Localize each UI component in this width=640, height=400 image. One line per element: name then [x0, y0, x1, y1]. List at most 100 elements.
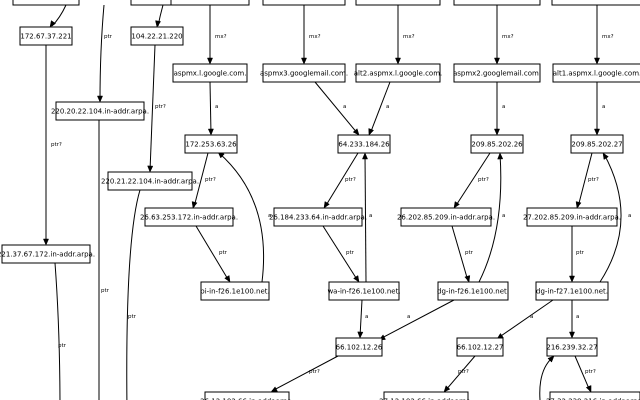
- node-n7[interactable]: alt1.aspmx.l.google.com.: [552, 63, 640, 83]
- edge-e_n22_n25: a: [569, 300, 579, 339]
- edge-e_n3_n9: a: [207, 81, 218, 136]
- node-n4[interactable]: aspmx3.googlemail.com.: [260, 63, 348, 83]
- node-box: [55, 101, 145, 121]
- node-n19[interactable]: bi-in-f26.1e100.net.: [200, 281, 270, 301]
- node-n_top_b[interactable]: 104.22.21.220: [130, 0, 184, 6]
- node-n_top_a[interactable]: 172.67.37.221: [12, 0, 80, 6]
- node-n3[interactable]: aspmx.l.google.com.: [172, 63, 248, 83]
- node-box: [170, 0, 250, 6]
- node-label: alt2.aspmx.l.google.com.: [354, 0, 443, 1]
- node-n15[interactable]: 26.184.233.64.in-addr.arpa.: [269, 207, 367, 227]
- node-box: [273, 207, 363, 227]
- node-n10[interactable]: 64.233.184.26: [337, 134, 391, 154]
- node-label: 172.253.63.26: [185, 141, 237, 149]
- node-n_top_g[interactable]: alt1.aspmx.l.google.com.: [551, 0, 640, 6]
- arrowhead-icon: [602, 152, 609, 160]
- node-n11[interactable]: 209.85.202.26: [470, 134, 524, 154]
- node-n14[interactable]: 26.63.253.172.in-addr.arpa.: [140, 207, 238, 227]
- edge-line: [497, 299, 554, 339]
- node-label: aspmx.l.google.com.: [174, 0, 247, 1]
- node-n27[interactable]: 27.12.102.66.in-addr.arpa.: [379, 391, 473, 400]
- edge-e_n17_n22: ptr: [569, 226, 585, 283]
- arrowhead-icon: [497, 152, 504, 160]
- arrowhead-icon: [353, 275, 360, 283]
- edge-e_top_e: mx?: [395, 5, 415, 65]
- node-box: [1, 244, 91, 264]
- edge-label: ptr: [104, 34, 113, 40]
- arrowhead-icon: [368, 128, 375, 136]
- edge-label: a: [407, 314, 410, 320]
- node-n21[interactable]: dg-in-f26.1e100.net.: [437, 281, 509, 301]
- edge-e_n4_n10: a: [314, 81, 360, 136]
- node-label: 26.184.233.64.in-addr.arpa.: [269, 214, 367, 222]
- node-n24[interactable]: 66.102.12.27: [456, 337, 504, 357]
- node-label: aspmx2.googlemail.com.: [453, 0, 541, 1]
- node-n20[interactable]: wa-in-f26.1e100.net.: [327, 281, 401, 301]
- node-box: [204, 391, 290, 400]
- edge-e_n10_n15: ptr?: [323, 152, 359, 209]
- node-label: bi-in-f26.1e100.net.: [200, 288, 269, 296]
- edge-e_n2_n13: ptr?: [147, 44, 166, 173]
- node-label: alt1.aspmx.l.google.com.: [553, 0, 640, 1]
- edge-label: ptr: [576, 250, 585, 256]
- node-n_top_f[interactable]: aspmx2.googlemail.com.: [453, 0, 541, 6]
- edge-e_n15_n20: ptr: [322, 225, 360, 283]
- edge-line: [218, 152, 265, 283]
- arrowhead-icon: [362, 152, 368, 160]
- node-box: [172, 63, 248, 83]
- node-label: dg-in-f26.1e100.net.: [437, 288, 509, 296]
- node-n1[interactable]: 172.67.37.221: [19, 26, 73, 46]
- node-label: 64.233.184.26: [338, 141, 390, 149]
- edge-e_n6_n11: a: [494, 82, 505, 136]
- edge-e_in_n25: [539, 355, 555, 400]
- node-n13[interactable]: 220.21.22.104.in-addr.arpa.: [101, 171, 199, 191]
- node-n5[interactable]: alt2.aspmx.l.google.com.: [354, 63, 443, 83]
- edge-line: [209, 81, 212, 135]
- edge-label: a: [502, 213, 505, 219]
- node-n22[interactable]: dg-in-f27.1e100.net.: [535, 281, 609, 301]
- edge-label: ptr?: [205, 177, 216, 183]
- node-n23[interactable]: 66.102.12.26: [335, 337, 383, 357]
- arrowhead-icon: [207, 128, 214, 136]
- node-label: 220.20.22.104.in-addr.arpa.: [51, 108, 149, 116]
- node-n16[interactable]: 26.202.85.209.in-addr.arpa.: [397, 207, 495, 227]
- node-n12[interactable]: 209.85.202.27: [570, 134, 624, 154]
- arrowhead-icon: [464, 275, 471, 283]
- node-n_top_d[interactable]: aspmx3.googlemail.com.: [260, 0, 348, 6]
- node-box: [535, 281, 609, 301]
- node-box: [184, 134, 238, 154]
- node-n6[interactable]: aspmx2.googlemail.com.: [453, 63, 541, 83]
- edge-label: a: [365, 314, 368, 320]
- edge-line: [126, 189, 141, 400]
- edge-line: [195, 225, 230, 282]
- edge-line: [322, 225, 359, 282]
- node-box: [570, 134, 624, 154]
- edge-e_n21_n11: a: [478, 152, 505, 283]
- node-label: 172.67.37.221: [20, 0, 71, 1]
- edge-label: a: [343, 104, 346, 110]
- node-box: [552, 63, 640, 83]
- edge-line: [577, 152, 593, 208]
- node-label: aspmx.l.google.com.: [174, 70, 247, 78]
- edge-e_n8_down: ptr: [98, 120, 110, 400]
- node-label: aspmx2.googlemail.com.: [453, 70, 541, 78]
- node-n26[interactable]: 26.12.102.66.in-addr.arpa.: [200, 391, 294, 400]
- node-n2[interactable]: 104.22.21.220: [130, 26, 184, 46]
- node-label: 209.85.202.26: [471, 141, 523, 149]
- edge-e_n20_n10: a: [362, 152, 372, 283]
- node-n25[interactable]: 216.239.32.27: [546, 337, 598, 357]
- node-box: [437, 281, 509, 301]
- node-n17[interactable]: 27.202.85.209.in-addr.arpa.: [523, 207, 621, 227]
- node-n_top_e[interactable]: alt2.aspmx.l.google.com.: [354, 0, 443, 6]
- node-label: 27.202.85.209.in-addr.arpa.: [523, 214, 621, 222]
- arrowhead-icon: [395, 57, 401, 65]
- node-box: [130, 0, 184, 6]
- node-n28[interactable]: 27.32.239.216.in-addr.arpa.: [546, 391, 640, 400]
- node-n18[interactable]: 221.37.67.172.in-addr.arpa.: [0, 244, 95, 264]
- node-n8[interactable]: 220.20.22.104.in-addr.arpa.: [51, 101, 149, 121]
- node-n_top_c[interactable]: aspmx.l.google.com.: [170, 0, 250, 6]
- node-n9[interactable]: 172.253.63.26: [184, 134, 238, 154]
